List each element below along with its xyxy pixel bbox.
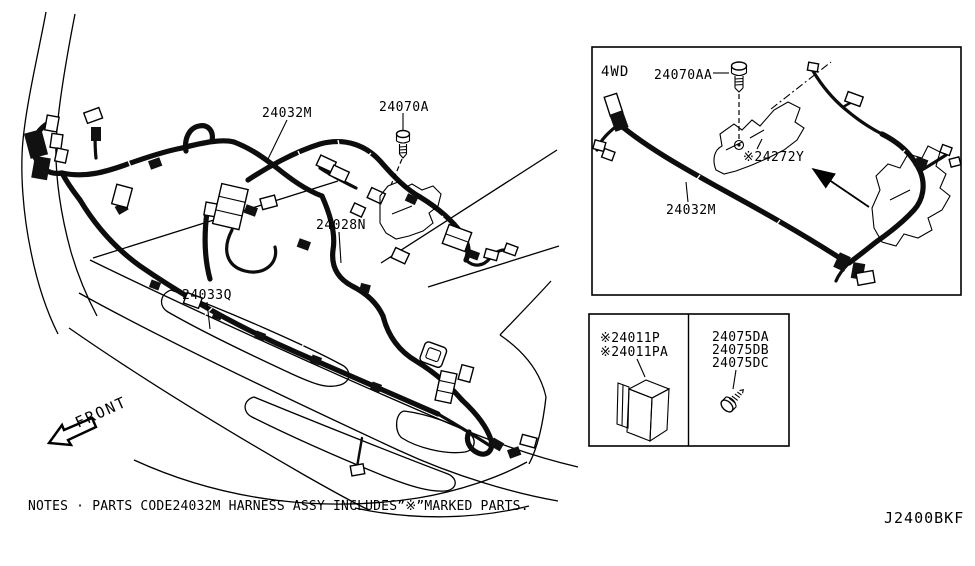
label-24075DA: 24075DA xyxy=(712,330,769,345)
harness-connectors-inset xyxy=(592,61,962,287)
grille-slot-lower xyxy=(244,396,456,492)
label-bolt-24070AA: 24070AA xyxy=(654,68,712,83)
label-24011P: ※24011P xyxy=(600,331,660,346)
bolt-icon-24075D xyxy=(720,389,744,413)
label-bolt-24070A: 24070A xyxy=(379,100,429,115)
label-24075DB: 24075DB xyxy=(712,343,769,358)
bracket-sketch-24272Y xyxy=(713,61,832,175)
bolt-icon-24070A xyxy=(395,129,411,159)
grille-slot-upper xyxy=(160,289,350,388)
label-24075DC: 24075DC xyxy=(712,356,769,371)
label-inset-harness-24032M: 24032M xyxy=(666,203,716,218)
front-arrow-icon xyxy=(46,416,98,447)
inset-4wd-title: 4WD xyxy=(601,64,629,80)
bolt-icon-24070AA xyxy=(730,61,748,93)
harness-wires-inset xyxy=(595,69,948,283)
parts-table-cell-bolts: 24075DA 24075DB 24075DC xyxy=(712,330,769,413)
inset-4wd-border xyxy=(591,46,962,296)
harness-connectors-main xyxy=(23,106,538,477)
bracket-sketch-right xyxy=(871,145,951,247)
relay-box-icon xyxy=(616,379,671,443)
pointer-arrow xyxy=(811,167,870,208)
figure-code: J2400BKF xyxy=(884,509,964,527)
relay-connector xyxy=(211,182,249,231)
label-bracket-24272Y: ※24272Y xyxy=(743,150,804,165)
inset-4wd: 4WD 24070AA ※24272Y 24032M xyxy=(591,46,962,296)
harness-wires-main xyxy=(30,119,510,470)
notes-line: NOTES · PARTS CODE24032M HARNESS ASSY IN… xyxy=(28,499,529,514)
main-view-callouts: 24032M 24070A 24028N 24033Q xyxy=(182,100,429,330)
car-body-outline xyxy=(21,11,579,518)
label-24011PA: ※24011PA xyxy=(600,345,668,360)
label-lower-harness-24033Q: 24033Q xyxy=(182,288,232,303)
fog-lamp-opening xyxy=(395,410,475,454)
front-label: FRONT xyxy=(72,393,130,432)
label-subharness-24028N: 24028N xyxy=(316,218,366,233)
front-direction-indicator: FRONT xyxy=(46,393,130,447)
parts-table-cell-relay: ※24011P ※24011PA xyxy=(600,331,671,443)
parts-table: ※24011P ※24011PA 24075DA 24075DB 24075DC xyxy=(588,313,790,447)
mounting-bracket-main xyxy=(379,181,442,240)
label-harness-24032M: 24032M xyxy=(262,106,312,121)
